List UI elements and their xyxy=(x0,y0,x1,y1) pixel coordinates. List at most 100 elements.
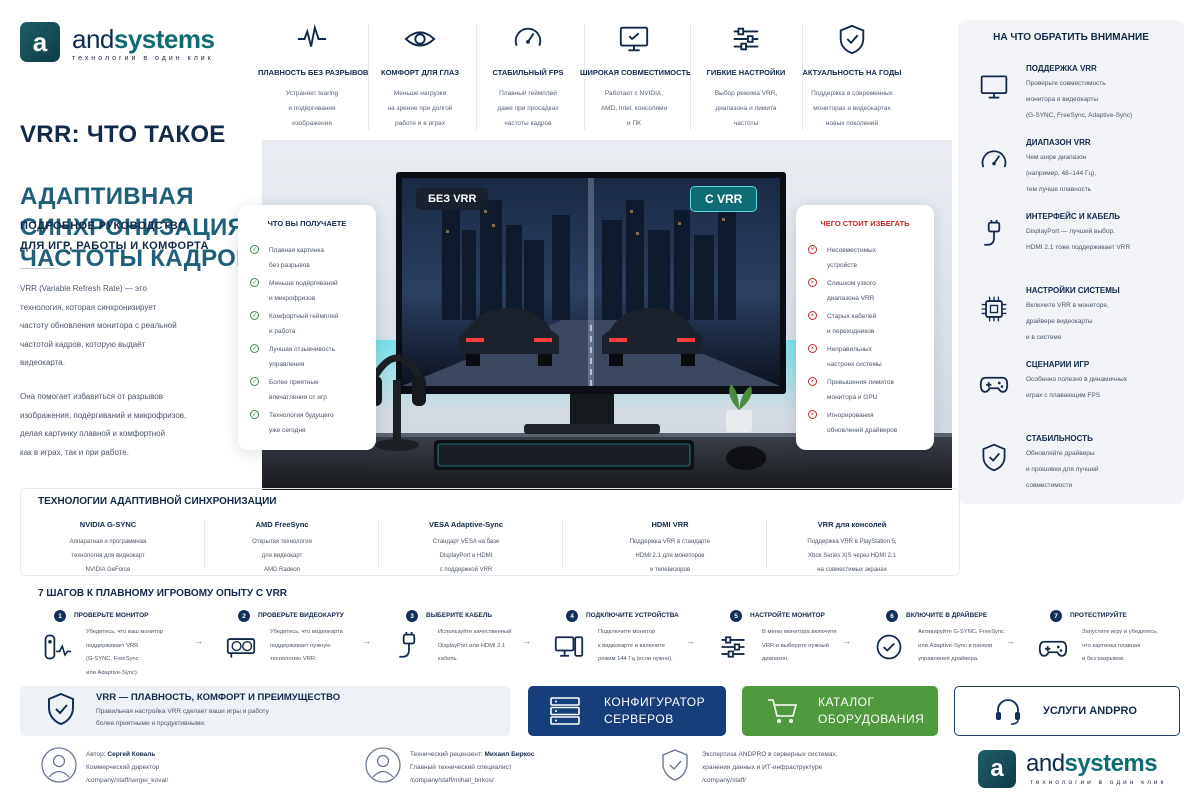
gauge-icon xyxy=(981,150,1007,168)
technology-title: VESA Adaptive-Sync xyxy=(428,520,504,529)
divider xyxy=(368,24,369,130)
pitfall-text: Слишком узкого диапазона VRR xyxy=(827,280,876,302)
summary-banner-title: VRR — ПЛАВНОСТЬ, КОМФОРТ И ПРЕИМУЩЕСТВО xyxy=(96,692,341,703)
brand-name-suffix: systems xyxy=(113,24,215,54)
step-text: Активируйте G-SYNC, FreeSync или Adaptiv… xyxy=(918,629,1004,662)
technology-text: Аппаратная и программная технология для … xyxy=(69,539,147,573)
benefit-text: Плавная картинка без разрывов xyxy=(269,247,324,269)
step-number: 6 xyxy=(886,610,898,622)
check-icon: ✓ xyxy=(250,410,259,419)
feature-text: Устраняет tearing и подёргивания изображ… xyxy=(285,90,339,127)
page-title-line1: VRR: ЧТО ТАКОЕ xyxy=(20,121,226,148)
close-icon: × xyxy=(808,245,817,254)
technology-title: VRR для консолей xyxy=(817,520,887,529)
feature-text: Работает с NVIDIA, AMD, Intel, консолями… xyxy=(600,90,668,127)
check-icon: ✓ xyxy=(250,278,259,287)
shield-icon xyxy=(48,692,74,726)
configurator-button[interactable]: КОНФИГУРАТОР СЕРВЕРОВ xyxy=(528,686,726,736)
arrow-right-icon: → xyxy=(522,636,531,646)
with-vrr-label: С VRR xyxy=(690,186,758,212)
close-icon: × xyxy=(808,278,817,287)
server-rack-icon xyxy=(550,697,580,725)
attention-item-text: Включите VRR в мониторе, драйвере видеок… xyxy=(1026,302,1109,341)
sliders-icon xyxy=(721,636,745,658)
pitfalls-card: ЧЕГО СТОИТ ИЗБЕГАТЬ ×Несовместимых устро… xyxy=(796,205,934,450)
divider xyxy=(562,520,563,568)
technologies-section xyxy=(20,488,960,576)
gauge-icon xyxy=(514,27,542,46)
step-title: ПОДКЛЮЧИТЕ УСТРОЙСТВА xyxy=(586,612,679,619)
technology-title: HDMI VRR xyxy=(651,520,689,529)
pitfall-text: Неправильных настроек системы xyxy=(827,346,882,368)
brand-name-suffix: systems xyxy=(1064,750,1158,777)
brand-logo[interactable]: a xyxy=(20,22,60,62)
step-number: 3 xyxy=(406,610,418,622)
pitfall-item: ×Несовместимых устройств xyxy=(808,243,876,273)
brand-tagline: технологии в один клик xyxy=(72,55,214,62)
close-icon: × xyxy=(808,410,817,419)
brand-name: andsystems xyxy=(72,24,215,55)
technology-text: Стандарт VESA на базе DisplayPort и HDMI… xyxy=(432,539,500,573)
reviewer-name[interactable]: Михаил Биркос xyxy=(484,751,535,758)
attention-item-text: Проверьте совместимость монитора и видео… xyxy=(1026,80,1133,119)
divider xyxy=(802,24,803,130)
attention-item-title: ДИАПАЗОН VRR xyxy=(1026,138,1091,147)
attention-item-title: СТАБИЛЬНОСТЬ xyxy=(1026,434,1093,443)
feature-text: Поддержка в современных мониторах и виде… xyxy=(811,90,893,127)
feature-title: СТАБИЛЬНЫЙ FPS xyxy=(492,68,564,77)
step-number: 4 xyxy=(566,610,578,622)
step-text: В меню монитора включите VRR и выберите … xyxy=(762,629,837,662)
cart-icon xyxy=(768,699,798,723)
brand-logo-footer[interactable]: a xyxy=(978,750,1016,788)
brand-logo-letter: a xyxy=(990,755,1004,782)
divider xyxy=(204,520,205,568)
summary-banner-text: Правильная настройка VRR сделает ваши иг… xyxy=(96,708,269,727)
intro-paragraph-2: Она помогает избавиться от разрывов изоб… xyxy=(20,392,187,457)
check-icon: ✓ xyxy=(250,377,259,386)
pc-icon xyxy=(554,636,584,657)
divider xyxy=(476,24,477,130)
benefit-text: Более приятные впечатления от игр xyxy=(269,379,327,401)
step-number: 7 xyxy=(1050,610,1062,622)
step-number: 5 xyxy=(730,610,742,622)
benefit-text: Лучшая отзывчивость управления xyxy=(269,346,336,368)
reviewer-role: Главный технический специалист /company/… xyxy=(410,764,512,784)
attention-panel-title: НА ЧТО ОБРАТИТЬ ВНИМАНИЕ xyxy=(993,32,1149,43)
feature-text: Выбор режима VRR, диапазона и лимита час… xyxy=(714,90,778,127)
check-icon: ✓ xyxy=(250,311,259,320)
services-button[interactable]: УСЛУГИ ANDPRO xyxy=(954,686,1180,736)
benefit-item: ✓Плавная картинка без разрывов xyxy=(250,243,324,273)
attention-item-title: ИНТЕРФЕЙС И КАБЕЛЬ xyxy=(1026,212,1120,221)
catalog-button[interactable]: КАТАЛОГ ОБОРУДОВАНИЯ xyxy=(742,686,938,736)
cable-icon xyxy=(399,632,416,658)
pulse-wave-icon xyxy=(297,24,327,47)
divider xyxy=(378,520,379,568)
arrow-right-icon: → xyxy=(842,636,851,646)
close-icon: × xyxy=(808,344,817,353)
divider xyxy=(766,520,767,568)
arrow-right-icon: → xyxy=(1006,636,1015,646)
attention-item-title: СЦЕНАРИИ ИГР xyxy=(1026,360,1090,369)
step-number: 2 xyxy=(238,610,250,622)
step-title: ВКЛЮЧИТЕ В ДРАЙВЕРЕ xyxy=(906,612,988,619)
step-text: Подключите монитор к видеокарте и включи… xyxy=(598,629,673,662)
pitfalls-card-title: ЧЕГО СТОИТ ИЗБЕГАТЬ xyxy=(820,219,910,228)
step-title: НАСТРОЙТЕ МОНИТОР xyxy=(750,612,825,619)
arrow-right-icon: → xyxy=(362,636,371,646)
author-name[interactable]: Сергей Коваль xyxy=(107,751,156,758)
divider xyxy=(20,268,60,269)
